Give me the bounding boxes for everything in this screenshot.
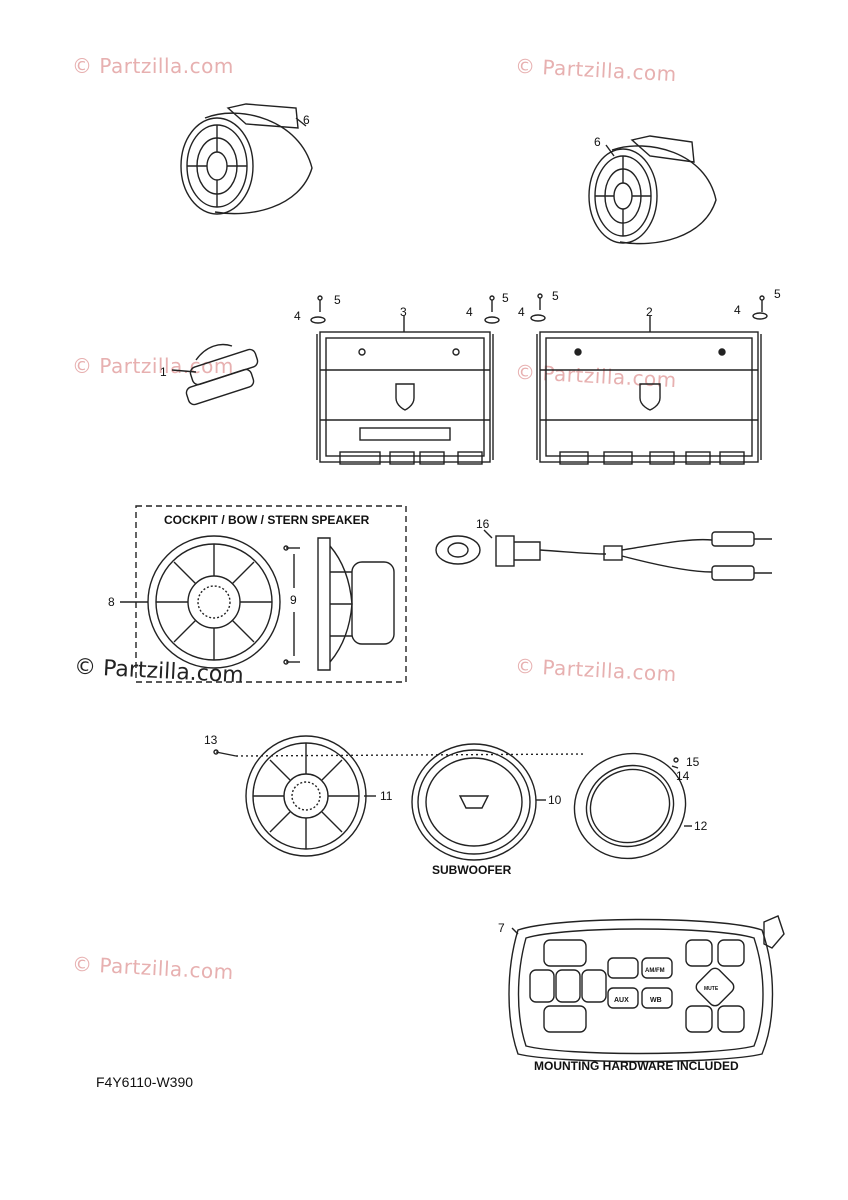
cockpit-speaker-part-8 (120, 535, 281, 669)
remote-control-part-7 (508, 915, 785, 1063)
callout-1: 1 (160, 365, 167, 379)
subwoofer-part-10 (411, 743, 546, 861)
callout-9: 9 (290, 593, 297, 607)
remote-mute-label: MUTE (704, 986, 719, 992)
remote-amfm-label: AM/FM (645, 968, 665, 974)
callout-7: 7 (498, 921, 505, 935)
watermark: © Partzilla.com (72, 54, 234, 78)
callout-6: 6 (303, 113, 310, 127)
subwoofer-caption: SUBWOOFER (432, 863, 512, 877)
callout-5: 5 (552, 289, 559, 303)
screw-part-13 (213, 749, 587, 757)
callout-4: 4 (518, 305, 525, 319)
callout-14: 14 (676, 769, 690, 783)
callout-12: 12 (694, 819, 708, 833)
speaker-box-caption: COCKPIT / BOW / STERN SPEAKER (164, 513, 370, 527)
callout-4: 4 (466, 305, 473, 319)
callout-4: 4 (734, 303, 741, 317)
callout-16: 16 (476, 517, 490, 531)
callout-3: 3 (400, 305, 407, 319)
remote-caption: MOUNTING HARDWARE INCLUDED (534, 1059, 739, 1073)
connector-part-1 (171, 343, 259, 406)
callout-6: 6 (594, 135, 601, 149)
callout-labels: 6 6 1 4 5 3 4 5 4 5 2 4 5 8 9 16 13 11 1… (108, 113, 781, 935)
callout-10: 10 (548, 793, 562, 807)
remote-button-labels: AUX WB AM/FM MUTE (614, 968, 719, 1004)
amplifier-part-3 (316, 316, 494, 465)
tower-speaker-right (588, 135, 717, 245)
callout-5: 5 (334, 293, 341, 307)
speaker-side-view (317, 537, 395, 671)
callout-2: 2 (646, 305, 653, 319)
screws-part-9 (283, 545, 300, 665)
watermark: © Partzilla.com (72, 354, 234, 378)
screws-washers (310, 293, 768, 324)
speaker-kit-box (135, 505, 407, 683)
diagram-code: F4Y6110-W390 (96, 1074, 194, 1090)
callout-15: 15 (686, 755, 700, 769)
tower-speaker-left (180, 103, 313, 215)
rca-harness-part-16 (435, 529, 772, 581)
callout-5: 5 (502, 291, 509, 305)
grille-ring-part-12 (573, 752, 692, 860)
callout-13: 13 (204, 733, 218, 747)
remote-aux-label: AUX (614, 997, 629, 1004)
speaker-part-11 (245, 735, 376, 857)
callout-5: 5 (774, 287, 781, 301)
amplifier-part-2 (536, 316, 762, 465)
callout-8: 8 (108, 595, 115, 609)
remote-wb-label: WB (650, 997, 662, 1004)
callout-4: 4 (294, 309, 301, 323)
callout-11: 11 (380, 789, 393, 803)
